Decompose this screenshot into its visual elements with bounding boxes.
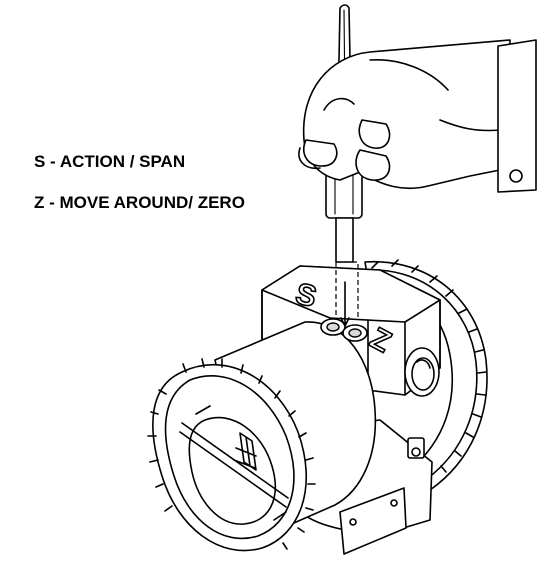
insertion-guide [335, 261, 359, 318]
nameplate [339, 487, 407, 555]
insertion-arrow [340, 281, 350, 327]
hand [298, 39, 537, 193]
front-cover [147, 358, 316, 552]
legend-span-line: S - ACTION / SPAN [34, 152, 185, 171]
span-screw [320, 318, 346, 336]
transmitter-housing: S Z [147, 259, 488, 555]
screwdriver-shaft [335, 217, 354, 263]
zero-screw [342, 324, 368, 342]
conduit-port [404, 347, 440, 397]
legend-zero-line: Z - MOVE AROUND/ ZERO [34, 193, 245, 212]
ground-terminal [407, 437, 425, 459]
sleeve-cuff [497, 39, 537, 193]
cuff-button [509, 169, 523, 183]
